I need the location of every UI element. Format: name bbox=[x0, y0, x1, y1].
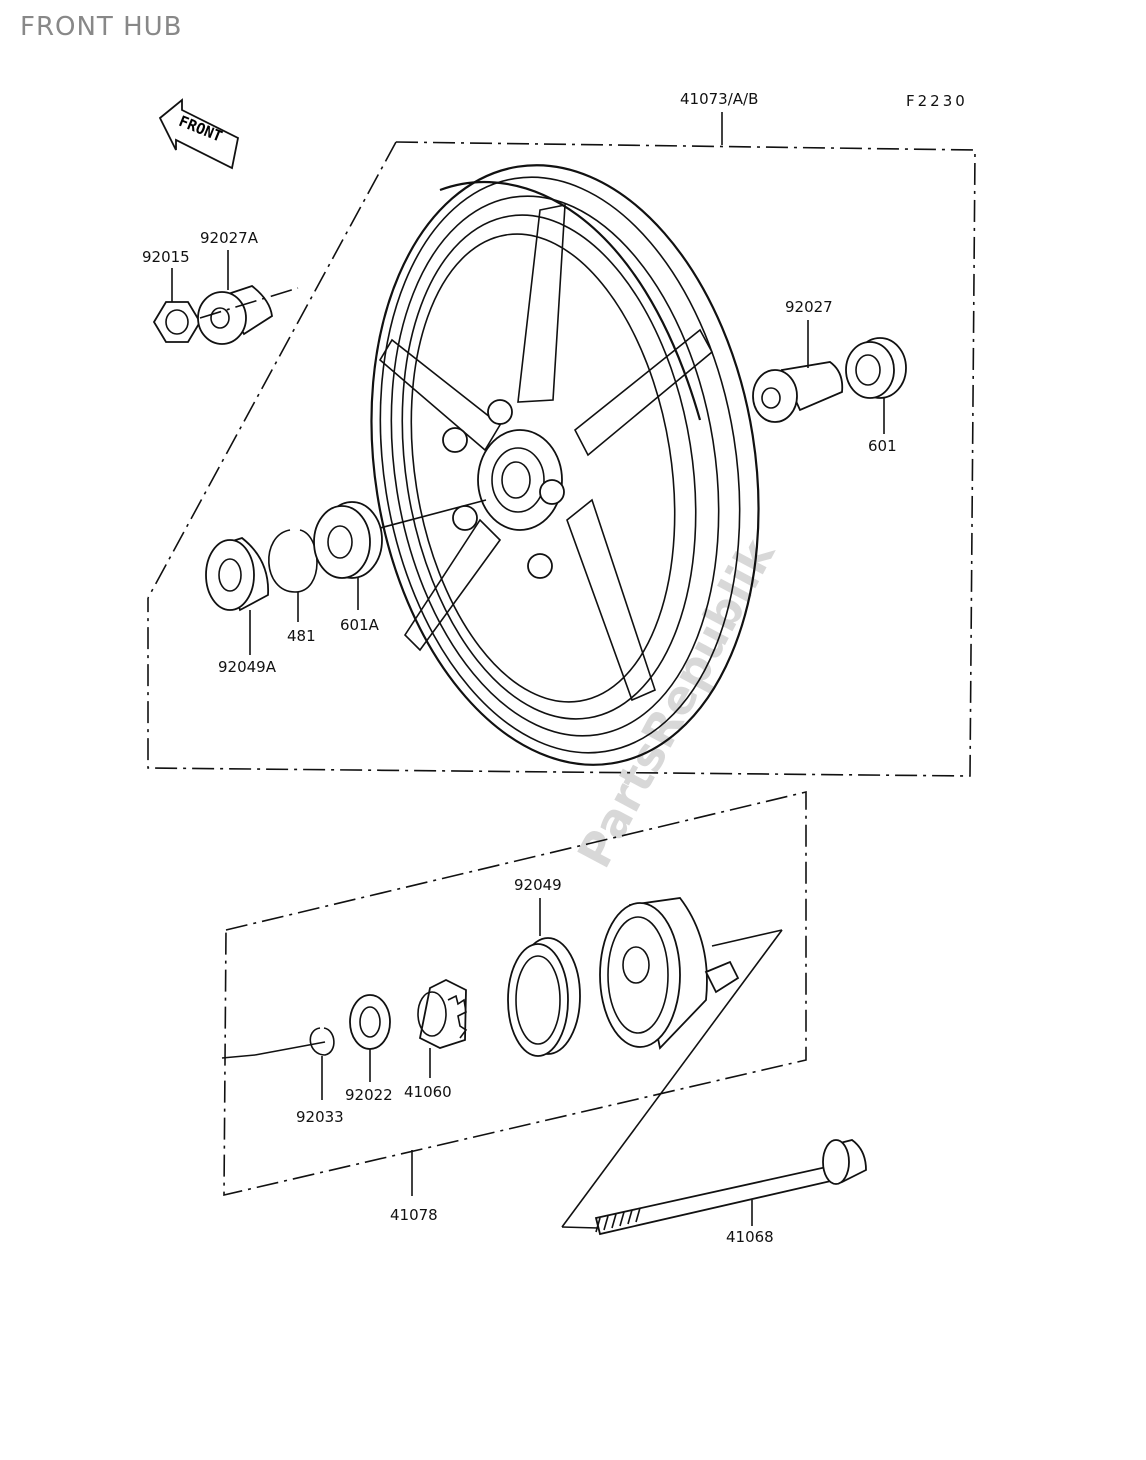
bearing-601 bbox=[845, 337, 907, 434]
label-41073: 41073/A/B bbox=[680, 90, 758, 108]
label-92049: 92049 bbox=[514, 876, 562, 894]
speedo-gear-41060 bbox=[417, 978, 468, 1078]
label-481: 481 bbox=[287, 627, 316, 645]
washer-92022 bbox=[349, 994, 391, 1082]
page-title: FRONT HUB bbox=[20, 12, 183, 42]
wheel-spokes bbox=[378, 204, 714, 702]
label-601a: 601A bbox=[340, 616, 380, 634]
wheel-rim bbox=[370, 164, 760, 766]
speedo-gearbox bbox=[599, 897, 783, 1050]
label-92027a: 92027A bbox=[200, 229, 259, 247]
bearing-601a bbox=[313, 501, 383, 610]
figure-code: F2230 bbox=[906, 92, 968, 110]
nut-92015 bbox=[152, 268, 202, 343]
label-92027: 92027 bbox=[785, 298, 833, 316]
collar-92027 bbox=[752, 320, 844, 423]
oil-seal-92049 bbox=[507, 898, 581, 1057]
collar-92027a bbox=[197, 250, 273, 345]
label-41060: 41060 bbox=[404, 1083, 452, 1101]
gearbox-frame bbox=[221, 790, 807, 1197]
label-92022: 92022 bbox=[345, 1086, 393, 1104]
label-41078: 41078 bbox=[390, 1206, 438, 1224]
label-92049a: 92049A bbox=[218, 658, 277, 676]
axle-41068 bbox=[561, 929, 867, 1236]
label-601: 601 bbox=[868, 437, 897, 455]
front-arrow-icon: FRONT bbox=[158, 98, 240, 170]
wheel-hub bbox=[379, 399, 565, 579]
circlip-481 bbox=[268, 529, 318, 622]
label-92015: 92015 bbox=[142, 248, 190, 266]
label-41068: 41068 bbox=[726, 1228, 774, 1246]
wheel-frame bbox=[147, 112, 976, 777]
oil-seal-92049a bbox=[205, 536, 269, 655]
label-92033: 92033 bbox=[296, 1108, 344, 1126]
snap-ring-92033 bbox=[254, 1027, 335, 1100]
